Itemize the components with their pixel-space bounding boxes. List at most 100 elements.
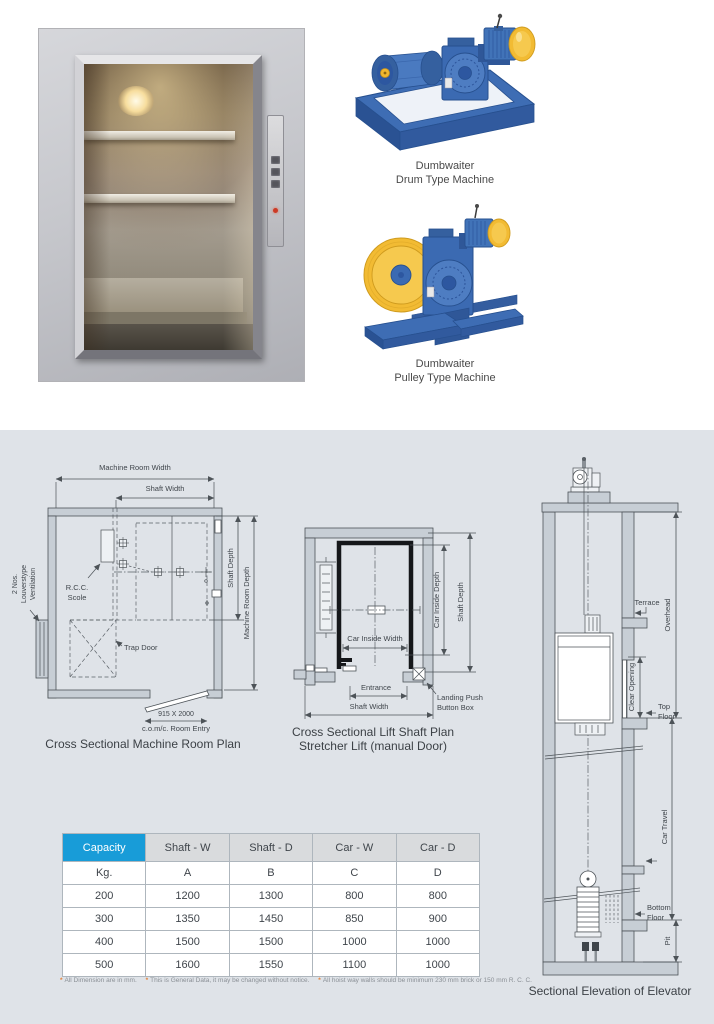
label-entrance: Entrance [361,683,391,692]
cab-left-wall-shade [84,64,110,350]
control-panel [267,115,284,247]
dim-shaft-width: Shaft Width [304,686,434,719]
label-bottom-floor: Floor [647,913,665,922]
rope-drum [371,50,444,92]
table-cell: 1500 [228,930,314,954]
gearbox [422,228,474,316]
label-machine-room-width: Machine Room Width [99,463,171,472]
sectional-elevation-drawing: Terrace Overhead Clear Opening Top Floor [529,457,692,998]
table-cell: A [145,861,230,885]
table-cell: 1550 [228,953,314,977]
terrace-label: Terrace [634,598,660,616]
cab-floor [84,278,243,312]
table-cell: 850 [312,907,397,931]
label-top-floor: Floor [658,712,676,721]
caption-line: Drum Type Machine [395,174,495,187]
label-scole: Scole [68,593,87,602]
capacity-spec-table: Capacity Shaft - W Shaft - D Car - W Car… [61,833,481,977]
label-top: Top [658,702,670,711]
label-car-inside-depth: Car Inside Depth [432,572,441,628]
label-shaft-depth: Shaft Depth [226,548,235,588]
footnote-bullet: * [60,977,63,984]
header-car-w: Car - W [312,833,397,862]
table-cell: C [312,861,397,885]
footnote-text: All Dimension are in mm. [64,977,137,984]
dim-machine-room-width: Machine Room Width [55,463,215,508]
label-shaft-width: Shaft Width [146,484,185,493]
table-cell: 1100 [312,953,397,977]
top-floor-label: Top Floor [645,702,676,721]
table-row: 200 1200 1300 800 800 [61,884,481,908]
cab-sill-shadow [84,324,253,350]
cab-shelf-upper [84,131,235,140]
label-pit: Pit [663,936,672,946]
room-entry-door: 915 X 2000 c.o.m/c. Room Entry [142,690,210,733]
table-cell: 300 [61,907,147,931]
label-shaft-depth: Shaft Depth [456,582,465,622]
base-beams [363,307,524,350]
counterweight-assembly [574,870,619,938]
lift-shaft-plan-caption-1: Cross Sectional Lift Shaft Plan [292,725,454,739]
level-lines [634,511,682,963]
table-cell: 400 [61,930,147,954]
table-row: 500 1600 1550 1100 1000 [61,953,481,977]
trap-door: Trap Door [69,619,158,678]
machine-room-plan-caption: Cross Sectional Machine Room Plan [45,737,240,751]
table-cell: 200 [61,884,147,908]
sectional-elevation-caption: Sectional Elevation of Elevator [529,984,692,998]
lift-shaft-plan-drawing: Car Inside Width Car Inside Depth Shaft … [292,527,483,753]
lift-shaft-plan-caption-2: Stretcher Lift (manual Door) [299,739,447,753]
counterweight [316,557,336,638]
louver-vent [35,619,49,679]
table-units-row: Kg. A B C D [61,861,481,885]
elevator-car [554,614,614,736]
label-vent-1: 2 Nos. [12,574,19,594]
pulley-wheel [363,237,439,313]
header-shaft-d: Shaft - D [228,833,314,862]
label-terrace: Terrace [634,598,659,607]
dumbwaiter-cab-interior [84,64,253,350]
footnotes: *All Dimension are in mm. *This is Gener… [60,977,580,984]
brake-lever-icon [474,204,479,219]
rcc-scole-label: R.C.C. Scole [66,563,101,602]
dim-overhead: Overhead [663,511,679,719]
table-cell: D [395,861,481,885]
car-walls [336,540,414,672]
table-cell: 1300 [228,884,314,908]
label-button-box: Button Box [437,703,474,712]
table-cell: 1200 [145,884,230,908]
landing-push-button-box: Landing Push Button Box [412,667,483,712]
table-cell: 1000 [395,930,481,954]
table-cell: 500 [61,953,147,977]
footnote-bullet: * [145,977,149,984]
motor [459,218,511,249]
caption-line: Pulley Type Machine [394,372,496,385]
gearbox [441,37,489,101]
dumbwaiter-door-frame [75,55,262,359]
hoistway-structure [541,502,679,976]
dumbwaiter-photo [38,28,305,382]
header-car-d: Car - D [395,833,481,862]
dim-machine-room-depth: Machine Room Depth [224,515,258,691]
dim-shaft-width: Shaft Width [115,484,215,508]
label-vent-3: Ventilation [30,568,37,600]
cab-floor-edge [84,312,247,324]
table-header-row: Capacity Shaft - W Shaft - D Car - W Car… [61,833,481,862]
room-walls [47,507,223,699]
pulley-machine-caption: Dumbwaiter Pulley Type Machine [350,357,540,386]
label-vent-2: Louverstype [21,565,28,603]
cab-shelf-lower [84,194,235,203]
table-cell: Kg. [61,861,147,885]
pulley-machine-illustration [363,204,524,350]
machine-base [100,529,212,579]
table-cell: 800 [395,884,481,908]
brake-lever-icon [494,13,503,31]
dim-entrance: Entrance [349,683,408,700]
label-rcc: R.C.C. [66,583,89,592]
table-cell: 1600 [145,953,230,977]
table-cell: 1500 [145,930,230,954]
drum-machine-illustration [354,13,536,151]
label-room-entry: c.o.m/c. Room Entry [142,724,210,733]
label-landing-push: Landing Push [437,693,483,702]
